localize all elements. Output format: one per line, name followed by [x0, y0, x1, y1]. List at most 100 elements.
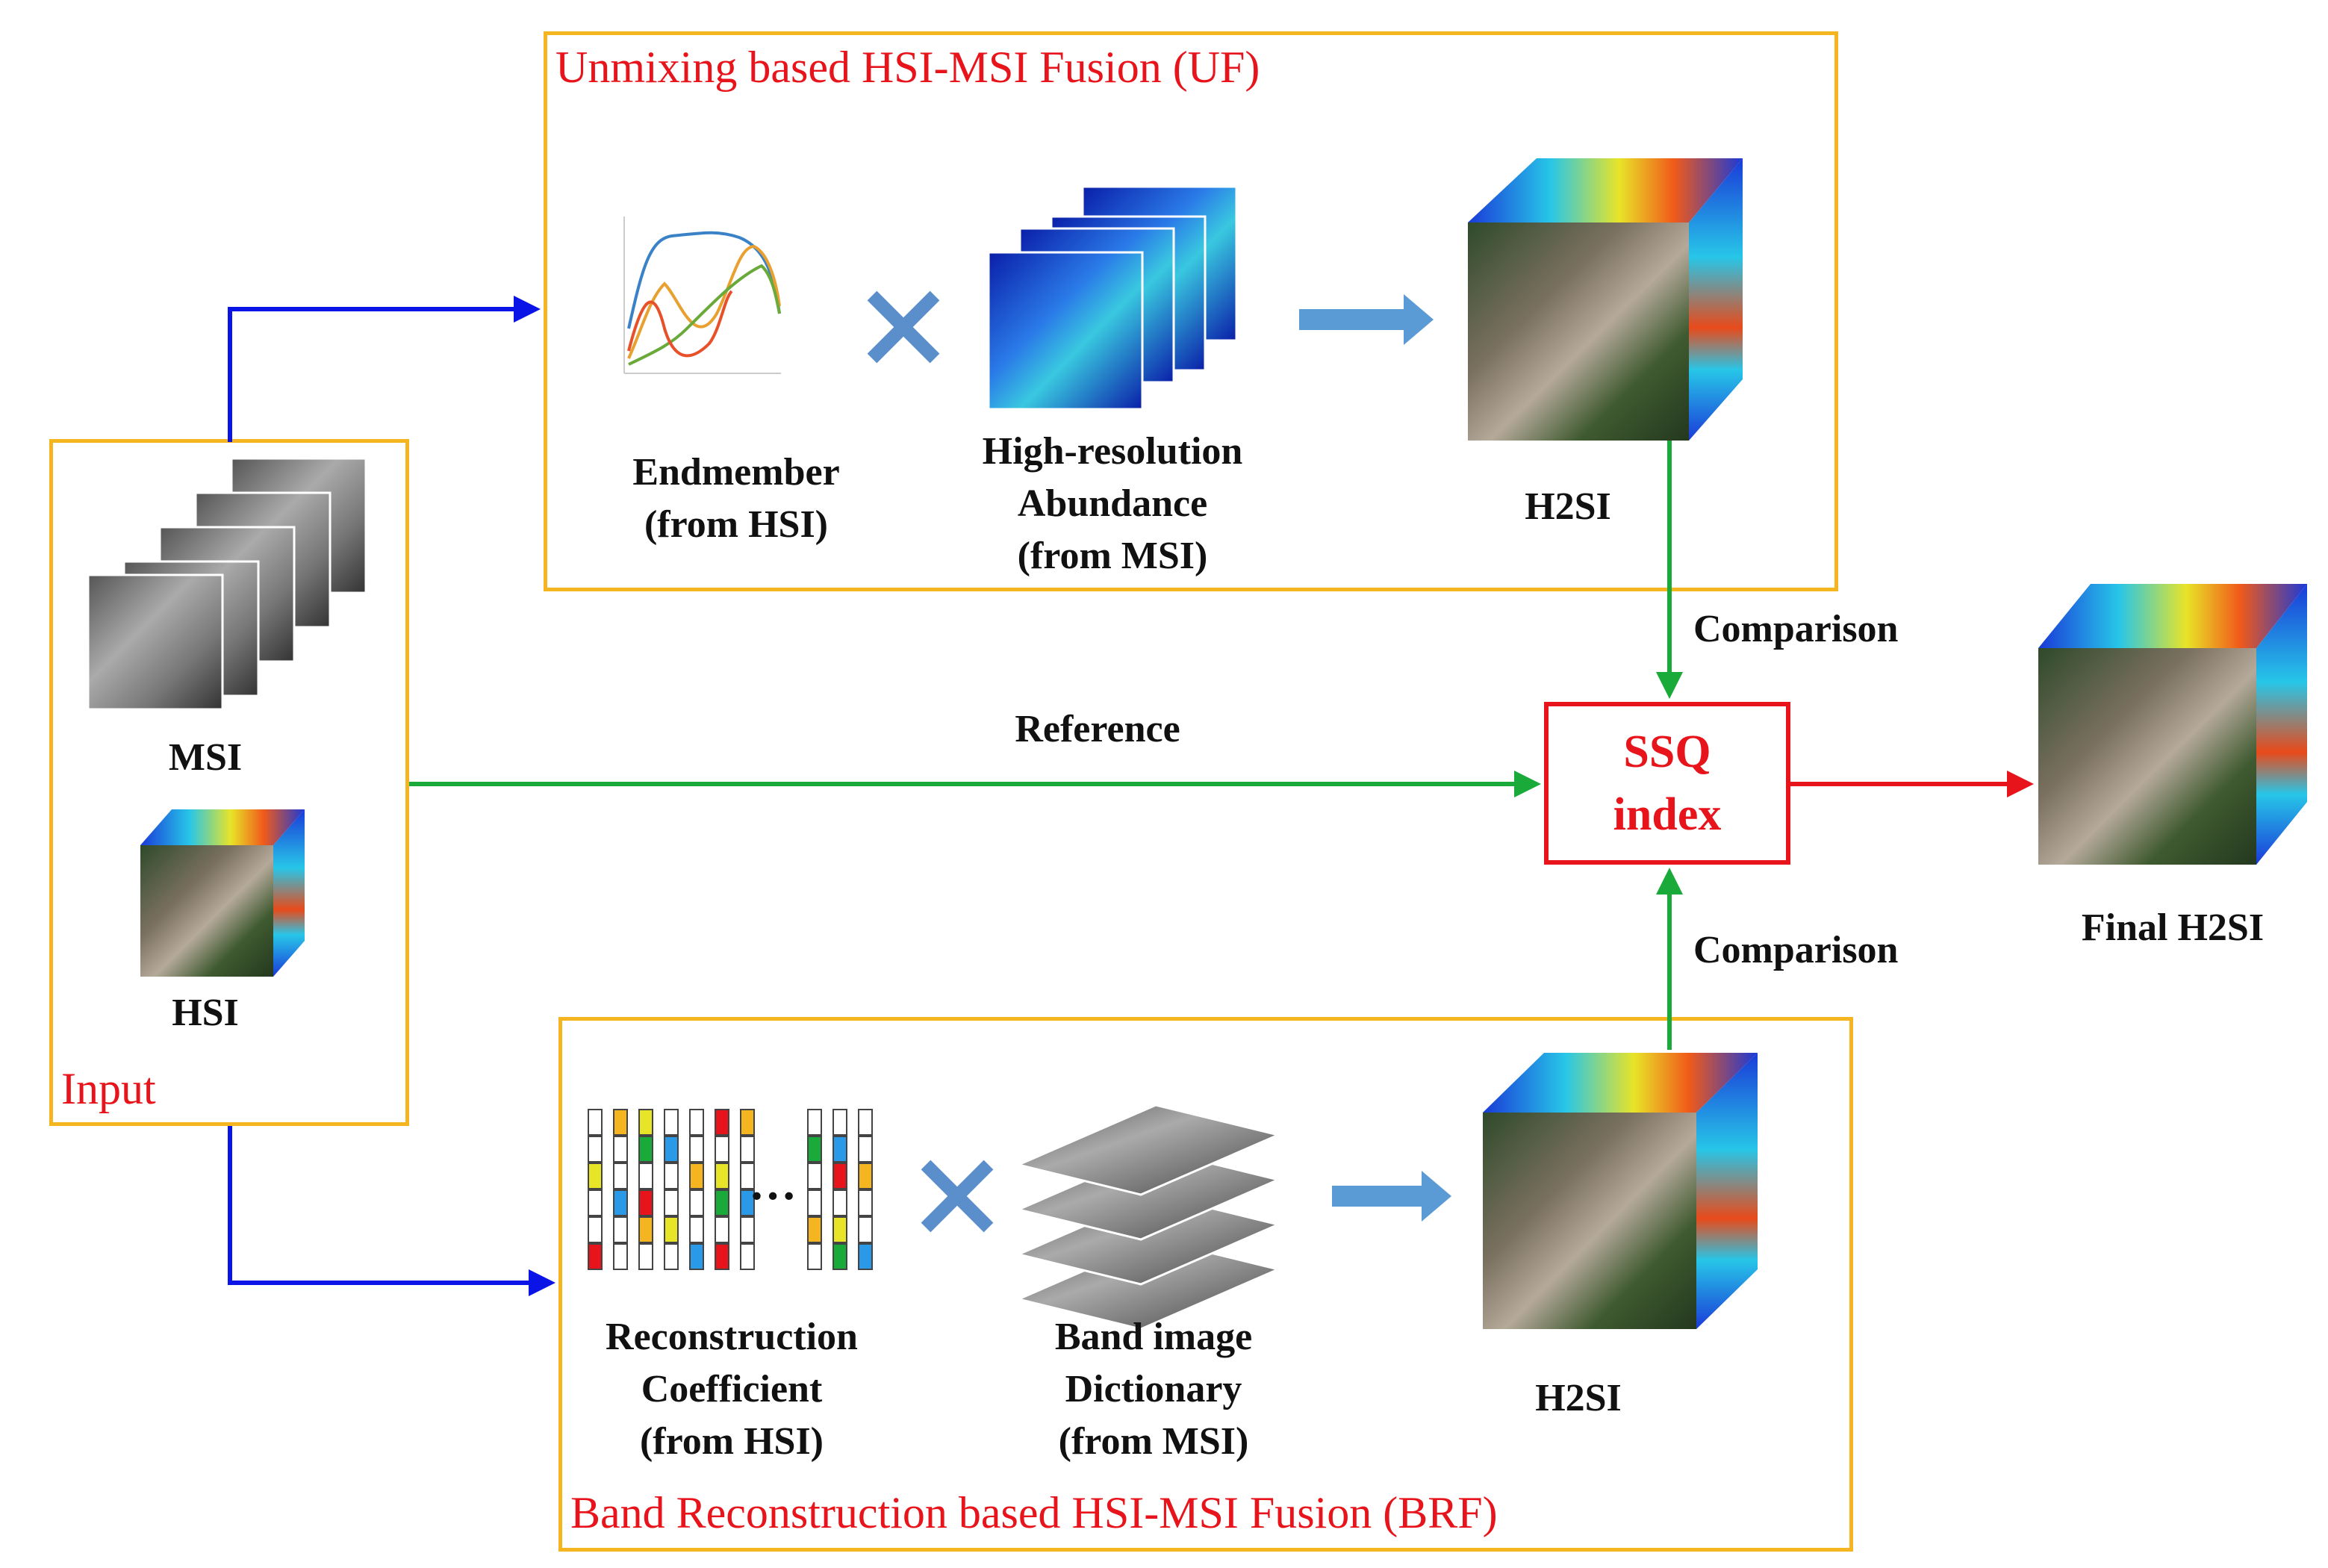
endmember-label: Endmember (from HSI): [602, 447, 871, 551]
coefficient-cell: [858, 1243, 873, 1270]
coefficient-cell: [613, 1189, 628, 1216]
coefficient-label: Reconstruction Coefficient (from HSI): [567, 1311, 896, 1468]
coefficient-cell: [740, 1109, 755, 1136]
coefficient-cell: [613, 1216, 628, 1243]
coefficient-cell: [588, 1216, 603, 1243]
coefficient-label-line1: Reconstruction: [606, 1316, 858, 1358]
coefficient-cell: [715, 1109, 729, 1136]
input-to-uf-arrow: [228, 296, 541, 442]
msi-label: MSI: [168, 736, 243, 779]
coefficient-cell: [613, 1163, 628, 1189]
uf-h2si-label: H2SI: [1525, 485, 1611, 528]
coefficient-columns-image: [588, 1109, 873, 1270]
reference-label: Reference: [1015, 708, 1180, 750]
uf-h2si-cube-image: [1468, 158, 1743, 441]
coefficient-cell: [807, 1189, 822, 1216]
brf-box: [558, 1017, 1853, 1552]
hsi-label: HSI: [172, 992, 239, 1034]
final-h2si-cube-image: [2038, 584, 2307, 865]
coefficient-cell: [588, 1109, 603, 1136]
coefficient-cell: [832, 1136, 847, 1163]
input-to-brf-arrow: [228, 1126, 555, 1296]
coefficient-cell: [832, 1109, 847, 1136]
band-dictionary-stack-image: [1015, 1104, 1282, 1331]
comparison-bottom-label: Comparison: [1693, 929, 1899, 971]
coefficient-cell: [588, 1136, 603, 1163]
coefficient-cell: [588, 1163, 603, 1189]
dictionary-label: Band image Dictionary (from MSI): [1000, 1311, 1307, 1468]
coefficient-cell: [664, 1243, 679, 1270]
coefficient-cell: [689, 1216, 704, 1243]
hsi-cube-image: [140, 809, 305, 977]
coefficient-cell: [664, 1189, 679, 1216]
coefficient-cell: [832, 1243, 847, 1270]
coefficient-cell: [858, 1216, 873, 1243]
uf-multiply-icon: [867, 290, 940, 364]
endmember-label-line1: Endmember: [632, 451, 840, 494]
coefficient-label-line2: Coefficient: [641, 1368, 823, 1410]
dictionary-label-line1: Band image: [1054, 1316, 1253, 1358]
ssq-label-line2: index: [1613, 789, 1722, 840]
endmember-label-line2: (from HSI): [644, 503, 828, 546]
abundance-label-line2: Abundance: [1017, 482, 1208, 525]
coefficient-cell: [638, 1136, 653, 1163]
coefficient-cell: [715, 1243, 729, 1270]
coefficient-cell: [638, 1216, 653, 1243]
coefficient-cell: [740, 1243, 755, 1270]
coefficient-cell: [689, 1189, 704, 1216]
coefficient-cell: [613, 1136, 628, 1163]
abundance-label-line1: High-resolution: [982, 430, 1243, 473]
brf-title: Band Reconstruction based HSI-MSI Fusion…: [570, 1488, 1498, 1537]
coefficient-cell: [858, 1136, 873, 1163]
coefficient-cell: [638, 1189, 653, 1216]
coefficient-ellipsis: …: [749, 1157, 797, 1210]
coefficient-cell: [689, 1136, 704, 1163]
brf-multiply-icon: [921, 1160, 994, 1233]
coefficient-cell: [715, 1136, 729, 1163]
coefficient-cell: [664, 1216, 679, 1243]
coefficient-cell: [613, 1109, 628, 1136]
msi-stack-image: [87, 457, 367, 711]
coefficient-cell: [807, 1109, 822, 1136]
coefficient-cell: [740, 1136, 755, 1163]
brf-h2si-label: H2SI: [1535, 1377, 1622, 1419]
ssq-label-line1: SSQ: [1623, 727, 1711, 777]
coefficient-cell: [858, 1189, 873, 1216]
abundance-stack-image: [987, 185, 1238, 411]
coefficient-cell: [664, 1163, 679, 1189]
coefficient-cell: [740, 1216, 755, 1243]
final-h2si-label: Final H2SI: [2081, 906, 2265, 949]
coefficient-cell: [807, 1136, 822, 1163]
uf-title: Unmixing based HSI-MSI Fusion (UF): [555, 43, 1260, 92]
coefficient-cell: [664, 1109, 679, 1136]
coefficient-cell: [588, 1189, 603, 1216]
endmember-plot: [623, 217, 781, 374]
coefficient-cell: [858, 1109, 873, 1136]
dictionary-label-line3: (from MSI): [1058, 1420, 1249, 1463]
coefficient-cell: [689, 1243, 704, 1270]
coefficient-cell: [715, 1189, 729, 1216]
coefficient-cell: [832, 1189, 847, 1216]
coefficient-cell: [588, 1243, 603, 1270]
brf-result-arrow: [1332, 1171, 1451, 1222]
coefficient-cell: [832, 1216, 847, 1243]
coefficient-label-line3: (from HSI): [639, 1420, 824, 1463]
abundance-label-line3: (from MSI): [1017, 535, 1208, 577]
ssq-index-box: SSQ index: [1544, 702, 1790, 865]
abundance-label: High-resolution Abundance (from MSI): [948, 426, 1277, 582]
comparison-top-label: Comparison: [1693, 608, 1899, 650]
coefficient-cell: [638, 1163, 653, 1189]
coefficient-cell: [664, 1136, 679, 1163]
coefficient-cell: [689, 1163, 704, 1189]
coefficient-cell: [807, 1163, 822, 1189]
coefficient-cell: [740, 1163, 755, 1189]
coefficient-cell: [638, 1243, 653, 1270]
coefficient-cell: [807, 1243, 822, 1270]
input-title: Input: [61, 1064, 156, 1113]
brf-h2si-cube-image: [1483, 1053, 1758, 1329]
coefficient-cell: [638, 1109, 653, 1136]
coefficient-cell: [807, 1216, 822, 1243]
coefficient-cell: [858, 1163, 873, 1189]
